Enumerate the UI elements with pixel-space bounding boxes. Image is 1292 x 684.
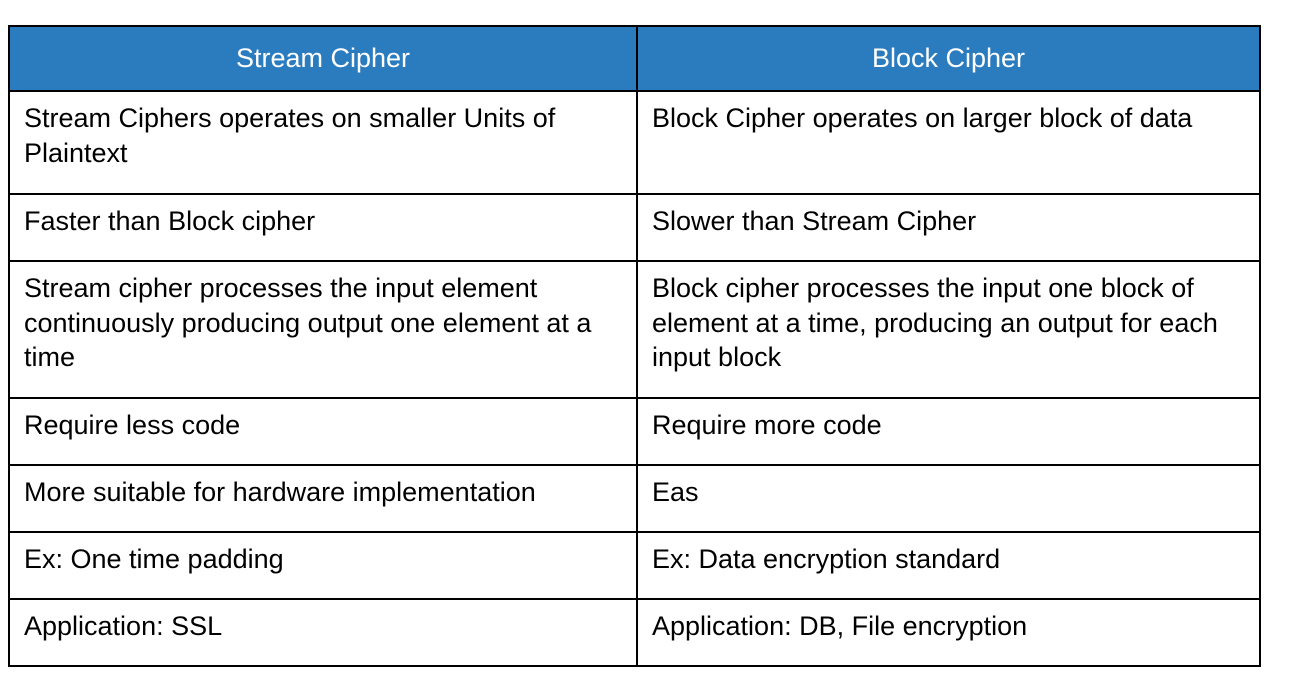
table-row: Ex: One time padding Ex: Data encryption… xyxy=(8,531,1261,600)
table-row: Stream cipher processes the input elemen… xyxy=(8,260,1261,399)
cell-block-6: Ex: Data encryption standard xyxy=(636,531,1261,600)
comparison-table-container: Stream Cipher Block Cipher Stream Cipher… xyxy=(8,25,1261,667)
table-row: Application: SSL Application: DB, File e… xyxy=(8,598,1261,667)
table-row: More suitable for hardware implementatio… xyxy=(8,464,1261,533)
cell-block-7: Application: DB, File encryption xyxy=(636,598,1261,667)
cell-block-4: Require more code xyxy=(636,397,1261,466)
table-row: Faster than Block cipher Slower than Str… xyxy=(8,193,1261,262)
cell-stream-3: Stream cipher processes the input elemen… xyxy=(8,260,638,399)
header-row: Stream Cipher Block Cipher xyxy=(8,25,1261,92)
table-row: Stream Ciphers operates on smaller Units… xyxy=(8,90,1261,195)
cell-stream-7: Application: SSL xyxy=(8,598,638,667)
column-header-block-cipher: Block Cipher xyxy=(636,25,1261,92)
cell-block-1: Block Cipher operates on larger block of… xyxy=(636,90,1261,195)
cell-block-5: Eas xyxy=(636,464,1261,533)
stream-vs-block-cipher-table: Stream Cipher Block Cipher Stream Cipher… xyxy=(8,25,1261,667)
column-header-stream-cipher: Stream Cipher xyxy=(8,25,638,92)
table-header: Stream Cipher Block Cipher xyxy=(8,25,1261,92)
cell-block-3: Block cipher processes the input one blo… xyxy=(636,260,1261,399)
cell-block-2: Slower than Stream Cipher xyxy=(636,193,1261,262)
table-body: Stream Ciphers operates on smaller Units… xyxy=(8,90,1261,667)
cell-stream-6: Ex: One time padding xyxy=(8,531,638,600)
table-row: Require less code Require more code xyxy=(8,397,1261,466)
cell-stream-4: Require less code xyxy=(8,397,638,466)
cell-stream-2: Faster than Block cipher xyxy=(8,193,638,262)
cell-stream-1: Stream Ciphers operates on smaller Units… xyxy=(8,90,638,195)
cell-stream-5: More suitable for hardware implementatio… xyxy=(8,464,638,533)
